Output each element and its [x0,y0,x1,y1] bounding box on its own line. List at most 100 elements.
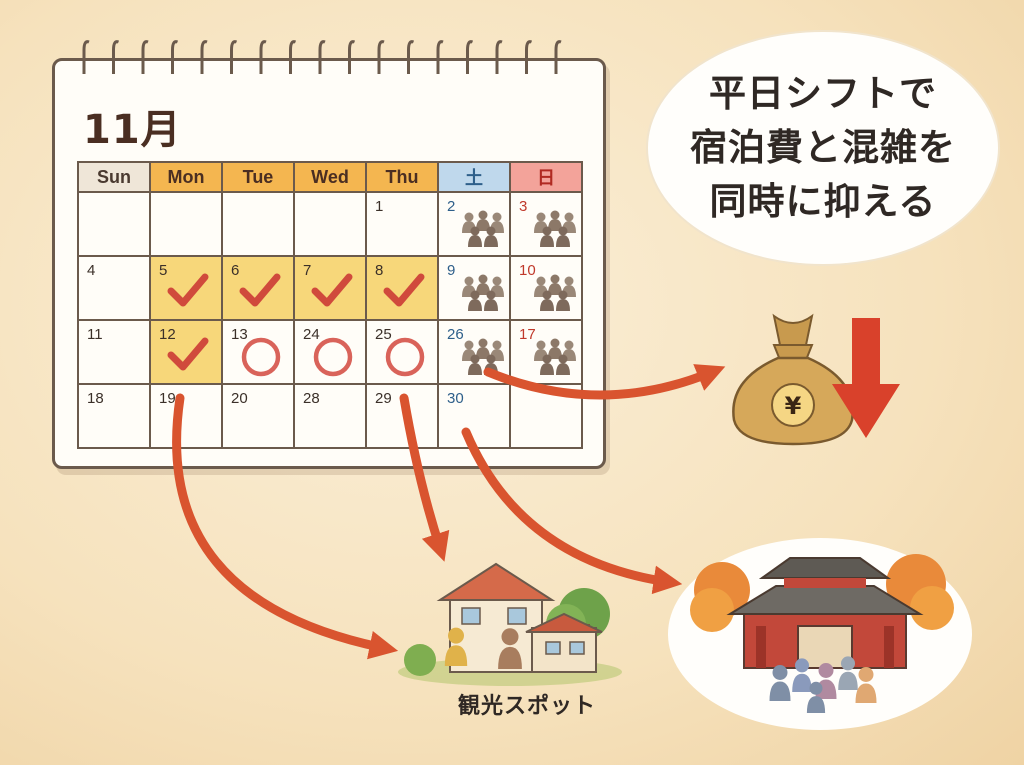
calendar-ring [495,40,503,74]
circle-mark-icon [313,337,353,377]
house-icon [398,562,622,686]
calendar-ring [554,40,562,74]
calendar-day-number: 2 [447,198,456,215]
calendar-ring [200,40,208,74]
weekday-header-tue: Tue [223,163,295,193]
calendar-ring [171,40,179,74]
crowd-icon [462,338,504,375]
calendar-day-number: 29 [375,390,392,407]
calendar-ring [230,40,238,74]
calendar-day-number: 9 [447,262,456,279]
temple-icon [690,554,954,713]
calendar-day-cell: 6 [223,257,295,321]
calendar-ring [466,40,474,74]
calendar-day-cell [151,193,223,257]
calendar-day-number: 4 [87,262,96,279]
weekday-header-wed: Wed [295,163,367,193]
calendar-day-number: 20 [231,390,248,407]
down-arrow-icon [832,318,900,438]
calendar-day-number: 6 [231,262,240,279]
message-line-2: 宿泊費と混雑を [690,126,956,169]
calendar-day-cell: 26 [439,321,511,385]
calendar-day-cell: 17 [511,321,583,385]
calendar-day-cell: 28 [295,385,367,449]
calendar-day-cell: 3 [511,193,583,257]
calendar-day-number: 17 [519,326,536,343]
circle-mark-icon [385,337,425,377]
calendar-month: 11月 [83,107,182,153]
calendar-ring [525,40,533,74]
weekday-header-sun: Sun [79,163,151,193]
calendar-day-cell: 19 [151,385,223,449]
calendar-ring [348,40,356,74]
calendar-day-cell [79,193,151,257]
checkmark-icon [383,273,425,307]
arrow-to-tourist-spot-icon [172,393,399,660]
calendar-day-number: 30 [447,390,464,407]
calendar-ring [289,40,297,74]
calendar-ring [377,40,385,74]
crowd-icon [462,210,504,247]
calendar-ring [141,40,149,74]
calendar-day-number: 19 [159,390,176,407]
calendar-day-cell: 10 [511,257,583,321]
yen-symbol: ¥ [785,392,802,420]
tourist-spot-label: 観光スポット [458,694,597,719]
calendar-day-cell [223,193,295,257]
message-line-3: 同時に抑える [709,180,937,223]
weekday-header-sat: 土 [439,163,511,193]
calendar-day-number: 5 [159,262,168,279]
calendar-day-number: 11 [87,326,103,343]
calendar-day-number: 10 [519,262,536,279]
checkmark-icon [239,273,281,307]
money-bag-icon: ¥ [732,313,854,446]
calendar-day-cell: 18 [79,385,151,449]
calendar-day-cell: 7 [295,257,367,321]
calendar-day-cell: 13 [223,321,295,385]
weekday-header-mon: Mon [151,163,223,193]
calendar-day-number: 13 [231,326,248,343]
calendar-day-cell: 2 [439,193,511,257]
weekday-header-sun-holiday: 日 [511,163,583,193]
calendar-day-number: 3 [519,198,528,215]
calendar-day-cell: 1 [367,193,439,257]
arrow-to-temple-icon [461,427,683,595]
crowd-icon [462,274,504,311]
checkmark-icon [167,273,209,307]
calendar-day-number: 8 [375,262,384,279]
calendar-day-number: 7 [303,262,312,279]
calendar-day-cell: 5 [151,257,223,321]
calendar-ring [82,40,90,74]
calendar-ring [259,40,267,74]
calendar-day-cell [295,193,367,257]
arrow-to-house-icon [399,393,450,562]
calendar-day-cell: 9 [439,257,511,321]
arrow-to-money-bag-icon [483,364,726,400]
calendar-day-number: 28 [303,390,320,407]
crowd-icon [534,338,576,375]
calendar-day-cell: 11 [79,321,151,385]
calendar-ring [407,40,415,74]
calendar-day-number: 12 [159,326,176,343]
circle-mark-icon [241,337,281,377]
calendar-day-cell: 4 [79,257,151,321]
calendar-day-number: 26 [447,326,464,343]
calendar-day-number: 25 [375,326,392,343]
checkmark-icon [311,273,353,307]
crowd-icon [534,274,576,311]
calendar-day-cell: 8 [367,257,439,321]
crowd-icon [534,210,576,247]
calendar-rings-icon [82,40,562,74]
message-line-1: 平日シフトで [709,72,937,115]
calendar-ring [436,40,444,74]
calendar-day-number: 24 [303,326,320,343]
weekday-header-thu: Thu [367,163,439,193]
checkmark-icon [167,337,209,371]
calendar-day-cell: 20 [223,385,295,449]
calendar-day-number: 18 [87,390,104,407]
calendar-ring [112,40,120,74]
calendar-ring [318,40,326,74]
